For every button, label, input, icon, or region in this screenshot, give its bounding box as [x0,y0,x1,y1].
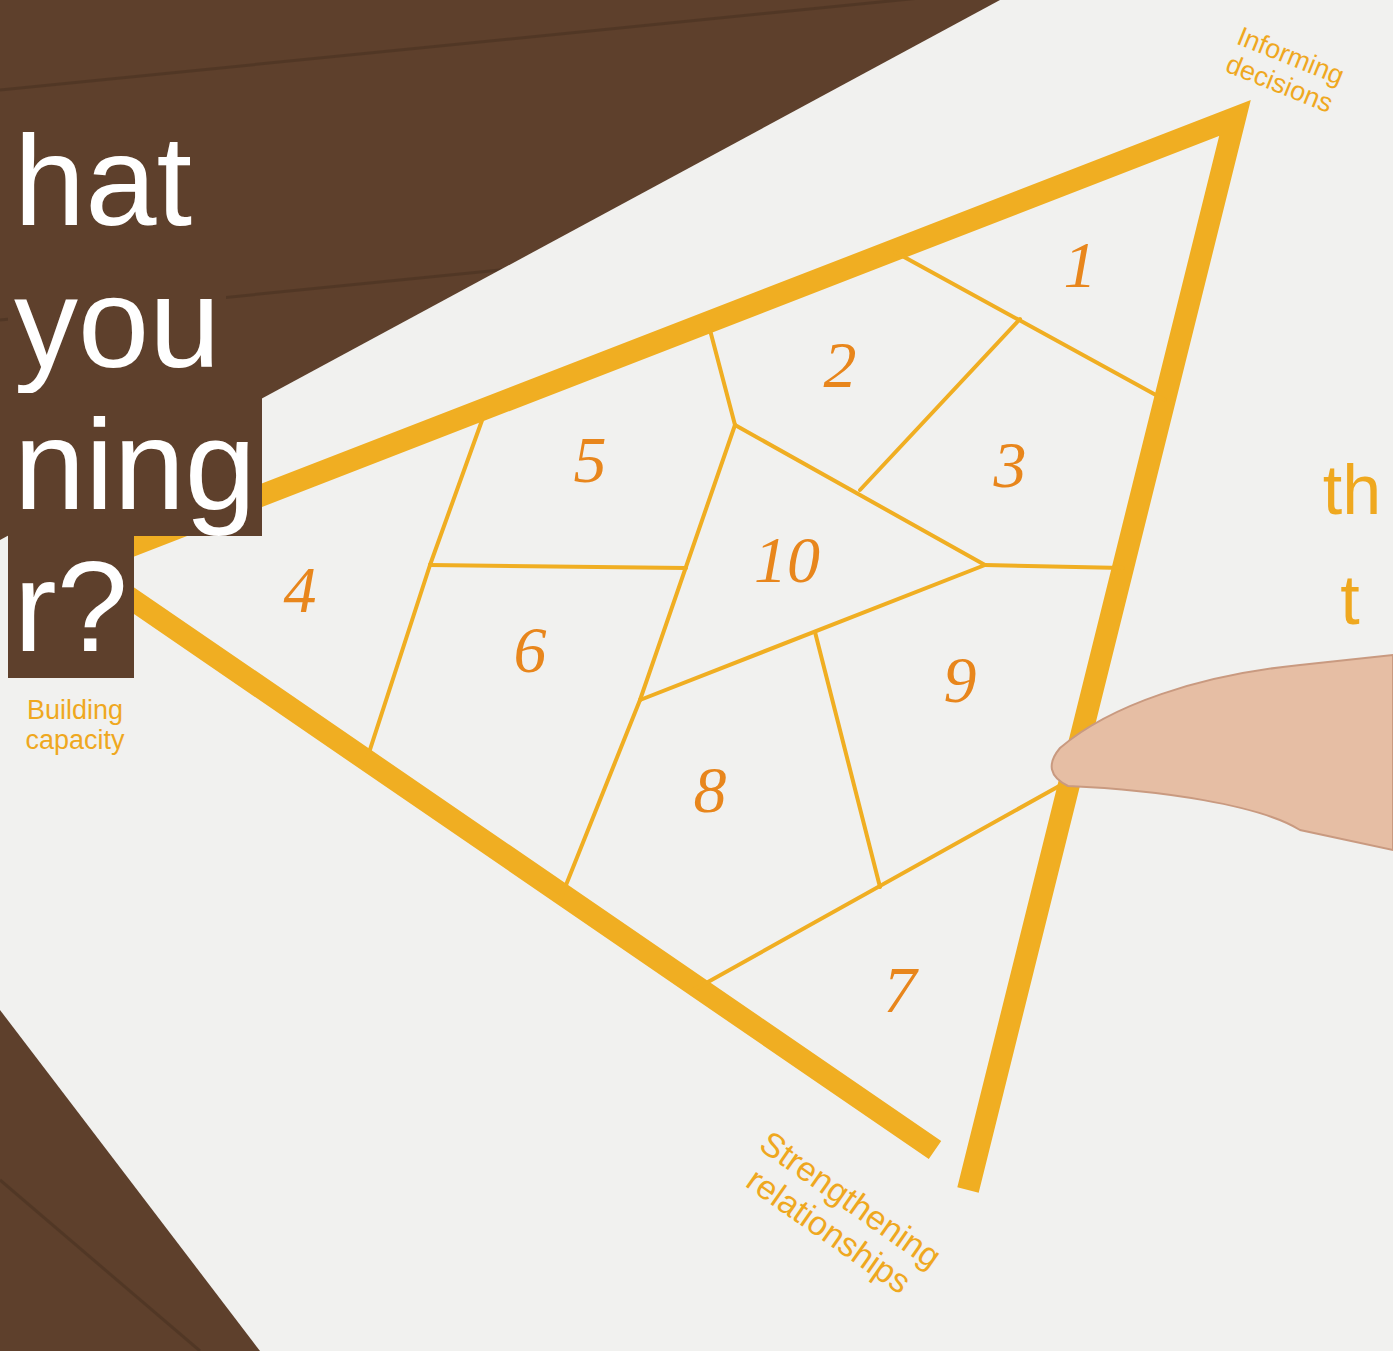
region-line [560,700,640,900]
vertex-label: Strengthening relationships [716,1112,964,1318]
callout-number: 10 [737,523,837,597]
region-line [815,632,880,887]
region-line [690,780,1070,992]
region-line [640,425,735,700]
callout-number: 8 [670,753,750,827]
plank-gap [0,0,1000,90]
cut-text: t [1320,561,1380,639]
region-line [985,565,1123,568]
pointing-hand [1052,655,1393,850]
callout-number: 6 [490,613,570,687]
region-line [430,412,485,565]
triangle-frame [82,118,1235,1190]
region-line [365,565,430,765]
callout-number: 4 [260,553,340,627]
title-block: hat you ning r? [8,110,268,678]
callout-number: 5 [550,423,630,497]
region-line [430,565,686,568]
region-lines [365,252,1165,992]
callout-number: 1 [1040,228,1120,302]
callout-number: 7 [860,953,940,1027]
region-line [710,330,735,425]
vertex-label: Informing decisions [1204,14,1366,126]
callout-number: 2 [800,328,880,402]
cut-text: th [1317,451,1387,529]
callout-number: 9 [920,643,1000,717]
vertex-label: Building capacity [15,695,135,755]
callout-number: 3 [970,428,1050,502]
region-line [895,252,1165,400]
overlay-title: hat you ning r? [8,109,262,678]
